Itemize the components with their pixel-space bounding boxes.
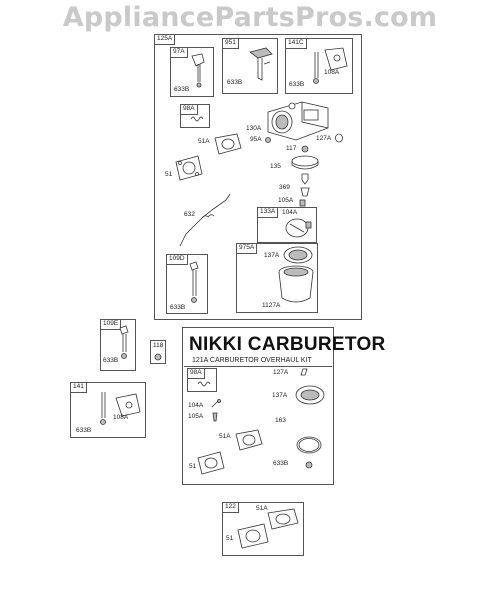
part-105a: 105A [278,197,294,204]
panel-133a-box[interactable] [257,207,317,243]
kit-o-ring-163-icon [296,436,322,454]
part-51a-122: 51A [256,505,268,512]
part-51-122: 51 [226,535,234,542]
panel-98a-tag: 98A [181,105,198,115]
kit-98a-tag: 98A [188,369,205,379]
part-108a-141: 108A [113,414,129,421]
kit-part-105a: 105A [188,413,204,420]
box-109e[interactable] [100,319,136,371]
kit-gasket-51a-icon [235,429,263,451]
float-bowl-975a-icon [278,265,314,303]
panel-133a-tag: 133A [258,208,279,218]
panel-951-box[interactable] [222,38,278,94]
box-109e-tag: 109E [101,320,122,330]
part-633b-109d: 633B [170,304,186,311]
panel-141c-box[interactable] [285,38,353,94]
panel-975a-tag: 975A [237,244,258,254]
panel-975a-box[interactable] [236,243,318,313]
kit-part-51: 51 [189,463,197,470]
part-130a: 130A [246,125,262,132]
plug-127a-icon [335,133,343,143]
part-1127a-975a: 1127A [262,302,281,309]
part-633b-141: 633B [76,427,92,434]
throttle-shaft-109d-icon [189,261,199,303]
group-125a-box[interactable] [154,34,362,320]
part-633b-141c: 633B [289,81,305,88]
panel-141c-tag: 141C [286,39,307,49]
panel-109d-tag: 109D [167,255,188,265]
kit-divider [184,366,332,367]
kit-jet-105a-icon [212,412,218,422]
kit-float-pin-icon [211,399,221,408]
float-bowl-135-icon [291,155,319,170]
part-95a: 95A [250,136,262,143]
kit-part-137a: 137A [272,392,288,399]
overhaul-kit-box[interactable] [182,327,334,485]
part-135: 135 [270,163,281,170]
part-108a-141c: 108A [324,69,340,76]
diaphragm-137a-icon [283,246,313,264]
box-118[interactable] [150,340,166,364]
part-51: 51 [165,171,173,178]
kit-part-104a: 104A [188,402,204,409]
gasket-51a-122-icon [267,508,299,530]
throttle-bracket-951-icon [249,47,273,81]
part-127a: 127A [316,135,332,142]
idle-screw-141c-icon [313,47,348,84]
choke-lever-97a-icon [191,53,205,88]
part-633b-951: 633B [227,79,243,86]
carburetor-body-icon [267,101,329,141]
washer-95a-icon [265,137,271,143]
panel-97a-tag: 97A [171,48,188,58]
kit-part-127a: 127A [273,369,289,376]
jet-105a-icon [299,199,306,207]
part-137a-975a: 137A [264,252,280,259]
group-125a-tag: 125A [155,35,176,45]
box-141-tag: 141 [71,383,87,393]
part-51a: 51A [198,138,210,145]
kit-part-51a: 51A [219,433,231,440]
kit-part-633b: 633B [273,460,289,467]
screw-118-icon [154,353,162,361]
kit-title: NIKKI CARBURETOR [189,334,386,355]
kit-spring-98a-icon [197,381,211,387]
kit-diaphragm-137a-icon [295,385,325,405]
box-118-tag: 118 [153,342,164,349]
kit-plug-127a-icon [300,368,308,376]
shaft-109e-icon [119,325,129,359]
panel-98a-box[interactable] [180,104,210,128]
kit-part-163: 163 [275,417,286,424]
watermark: AppliancePartsPros.com [62,2,438,33]
screw-117-icon [301,145,309,153]
box-141[interactable] [70,382,146,438]
float-133a-icon [285,218,312,238]
part-369: 369 [279,184,290,191]
panel-109d-box[interactable] [166,254,208,314]
kit-subtitle: 121A CARBURETOR OVERHAUL KIT [192,357,312,364]
part-104a-133a: 104A [282,209,298,216]
pin-369-icon [300,187,310,197]
kit-98a-box[interactable] [187,368,217,392]
part-633b-109e: 633B [103,357,119,364]
kit-washer-633b-icon [305,461,313,469]
gasket-51-122-icon [237,523,269,549]
spring-98a-icon [190,116,204,122]
part-633b-97a: 633B [174,86,190,93]
needle-valve-icon [301,173,309,185]
box-122-tag: 122 [223,503,239,513]
box-122[interactable] [222,502,304,556]
link-rod-632-icon [179,193,231,247]
gasket-51a-icon [214,133,242,155]
panel-951-tag: 951 [223,39,239,49]
part-632: 632 [184,211,195,218]
kit-gasket-51-icon [197,451,225,475]
panel-97a-box[interactable] [170,47,214,97]
gasket-51-icon [175,155,203,181]
idle-screw-141-icon [100,392,141,425]
part-117: 117 [286,145,297,152]
